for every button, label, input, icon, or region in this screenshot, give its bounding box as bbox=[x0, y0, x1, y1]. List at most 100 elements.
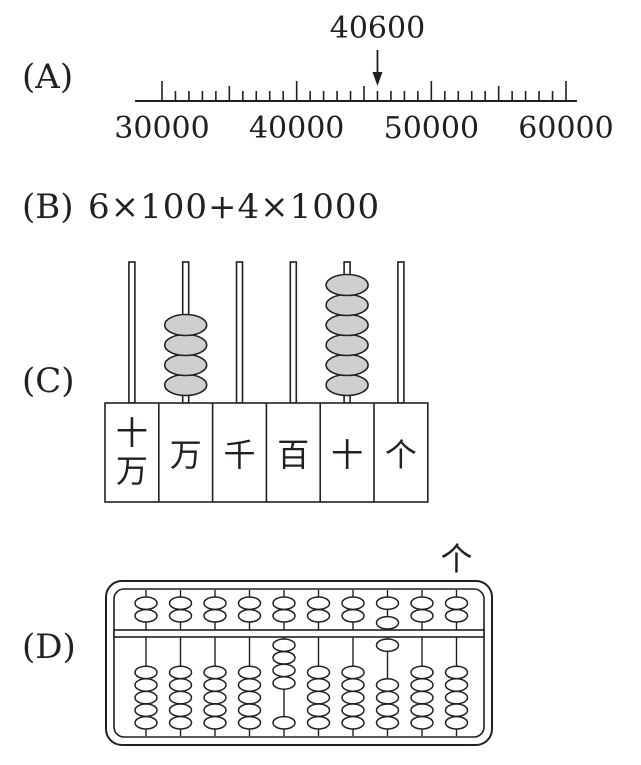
lower-bead bbox=[375, 703, 400, 718]
spike-bead bbox=[163, 333, 208, 357]
lower-bead bbox=[444, 678, 469, 692]
spike-rod bbox=[128, 261, 136, 404]
spike-bead bbox=[325, 333, 369, 357]
spike-rod bbox=[289, 261, 298, 404]
lower-bead bbox=[134, 703, 158, 718]
lower-bead bbox=[410, 690, 434, 705]
option-b-label: (B) bbox=[22, 187, 74, 227]
lower-bead bbox=[203, 715, 227, 730]
spike-bead bbox=[325, 273, 369, 297]
tick-label: 40000 bbox=[249, 111, 344, 146]
place-value-label: 千 bbox=[223, 436, 255, 474]
lower-bead bbox=[203, 690, 227, 705]
lower-bead bbox=[168, 690, 193, 705]
lower-bead bbox=[410, 665, 434, 680]
spike-rod bbox=[343, 261, 351, 404]
upper-bead bbox=[341, 608, 365, 623]
upper-bead bbox=[306, 608, 331, 623]
lower-bead bbox=[306, 665, 331, 680]
place-value-label: 个 bbox=[385, 436, 417, 474]
upper-bead bbox=[306, 596, 331, 611]
option-d-label: (D) bbox=[22, 627, 76, 667]
abacus-inner-frame bbox=[113, 588, 485, 738]
lower-bead bbox=[272, 676, 296, 690]
lower-bead bbox=[237, 690, 262, 705]
spike-bead bbox=[163, 373, 208, 397]
arrow-head bbox=[372, 72, 383, 86]
upper-bead bbox=[272, 596, 296, 611]
place-value-label: 万 bbox=[170, 436, 202, 474]
lower-bead bbox=[444, 715, 469, 730]
upper-bead bbox=[375, 596, 400, 611]
lower-bead bbox=[203, 703, 227, 718]
lower-bead bbox=[203, 678, 227, 692]
option-a-label: (A) bbox=[22, 57, 74, 97]
upper-bead bbox=[168, 596, 193, 611]
spike-bead bbox=[325, 353, 369, 377]
lower-bead bbox=[237, 715, 262, 730]
lower-bead bbox=[341, 678, 365, 692]
upper-bead bbox=[203, 596, 227, 611]
upper-bead bbox=[341, 596, 365, 611]
lower-bead bbox=[134, 715, 158, 730]
spike-rod bbox=[397, 261, 405, 404]
down-arrow-icon bbox=[372, 50, 383, 86]
lower-bead bbox=[168, 665, 193, 680]
lower-bead bbox=[134, 678, 158, 692]
upper-bead bbox=[134, 596, 158, 611]
upper-bead bbox=[410, 608, 434, 623]
number-line-ticks bbox=[161, 81, 567, 101]
lower-bead bbox=[272, 715, 296, 730]
place-value-label: 百 bbox=[277, 436, 309, 474]
upper-bead bbox=[237, 608, 262, 623]
upper-bead bbox=[444, 608, 469, 623]
lower-bead bbox=[134, 665, 158, 680]
lower-bead bbox=[410, 678, 434, 692]
upper-bead bbox=[410, 596, 434, 611]
lower-bead bbox=[375, 638, 400, 653]
spike-bead bbox=[163, 353, 208, 377]
lower-bead bbox=[237, 703, 262, 718]
lower-bead bbox=[306, 715, 331, 730]
lower-bead bbox=[444, 703, 469, 718]
upper-bead bbox=[444, 596, 469, 611]
upper-bead bbox=[272, 608, 296, 623]
lower-bead bbox=[272, 663, 296, 678]
upper-bead bbox=[375, 615, 400, 630]
lower-bead bbox=[306, 690, 331, 705]
lower-bead bbox=[341, 703, 365, 718]
tick-label: 60000 bbox=[518, 111, 613, 146]
upper-bead bbox=[134, 608, 158, 623]
lower-bead bbox=[375, 715, 400, 730]
lower-bead bbox=[272, 638, 296, 653]
spike-rod bbox=[181, 261, 190, 404]
spike-rod bbox=[235, 261, 244, 404]
spike-bead bbox=[325, 293, 369, 317]
lower-bead bbox=[444, 665, 469, 680]
lower-bead bbox=[444, 690, 469, 705]
spike-bead bbox=[163, 313, 208, 337]
lower-bead bbox=[134, 690, 158, 705]
lower-bead bbox=[341, 715, 365, 730]
abacus-outer-frame bbox=[105, 580, 493, 746]
option-b-expression: 6×100+4×1000 bbox=[88, 187, 381, 227]
upper-bead bbox=[168, 608, 193, 623]
place-value-box bbox=[104, 402, 429, 503]
tick-label: 50000 bbox=[384, 111, 479, 146]
lower-bead bbox=[375, 690, 400, 705]
upper-bead bbox=[203, 608, 227, 623]
lower-bead bbox=[203, 665, 227, 680]
lower-bead bbox=[168, 703, 193, 718]
lower-bead bbox=[168, 678, 193, 692]
lower-bead bbox=[237, 678, 262, 692]
lower-bead bbox=[168, 715, 193, 730]
lower-bead bbox=[237, 665, 262, 680]
option-c-label: (C) bbox=[22, 361, 75, 401]
ones-marker: 个 bbox=[440, 540, 472, 578]
place-value-label: 十 bbox=[331, 436, 363, 474]
abacus-beam bbox=[113, 629, 485, 638]
lower-bead bbox=[410, 703, 434, 718]
upper-bead bbox=[237, 596, 262, 611]
